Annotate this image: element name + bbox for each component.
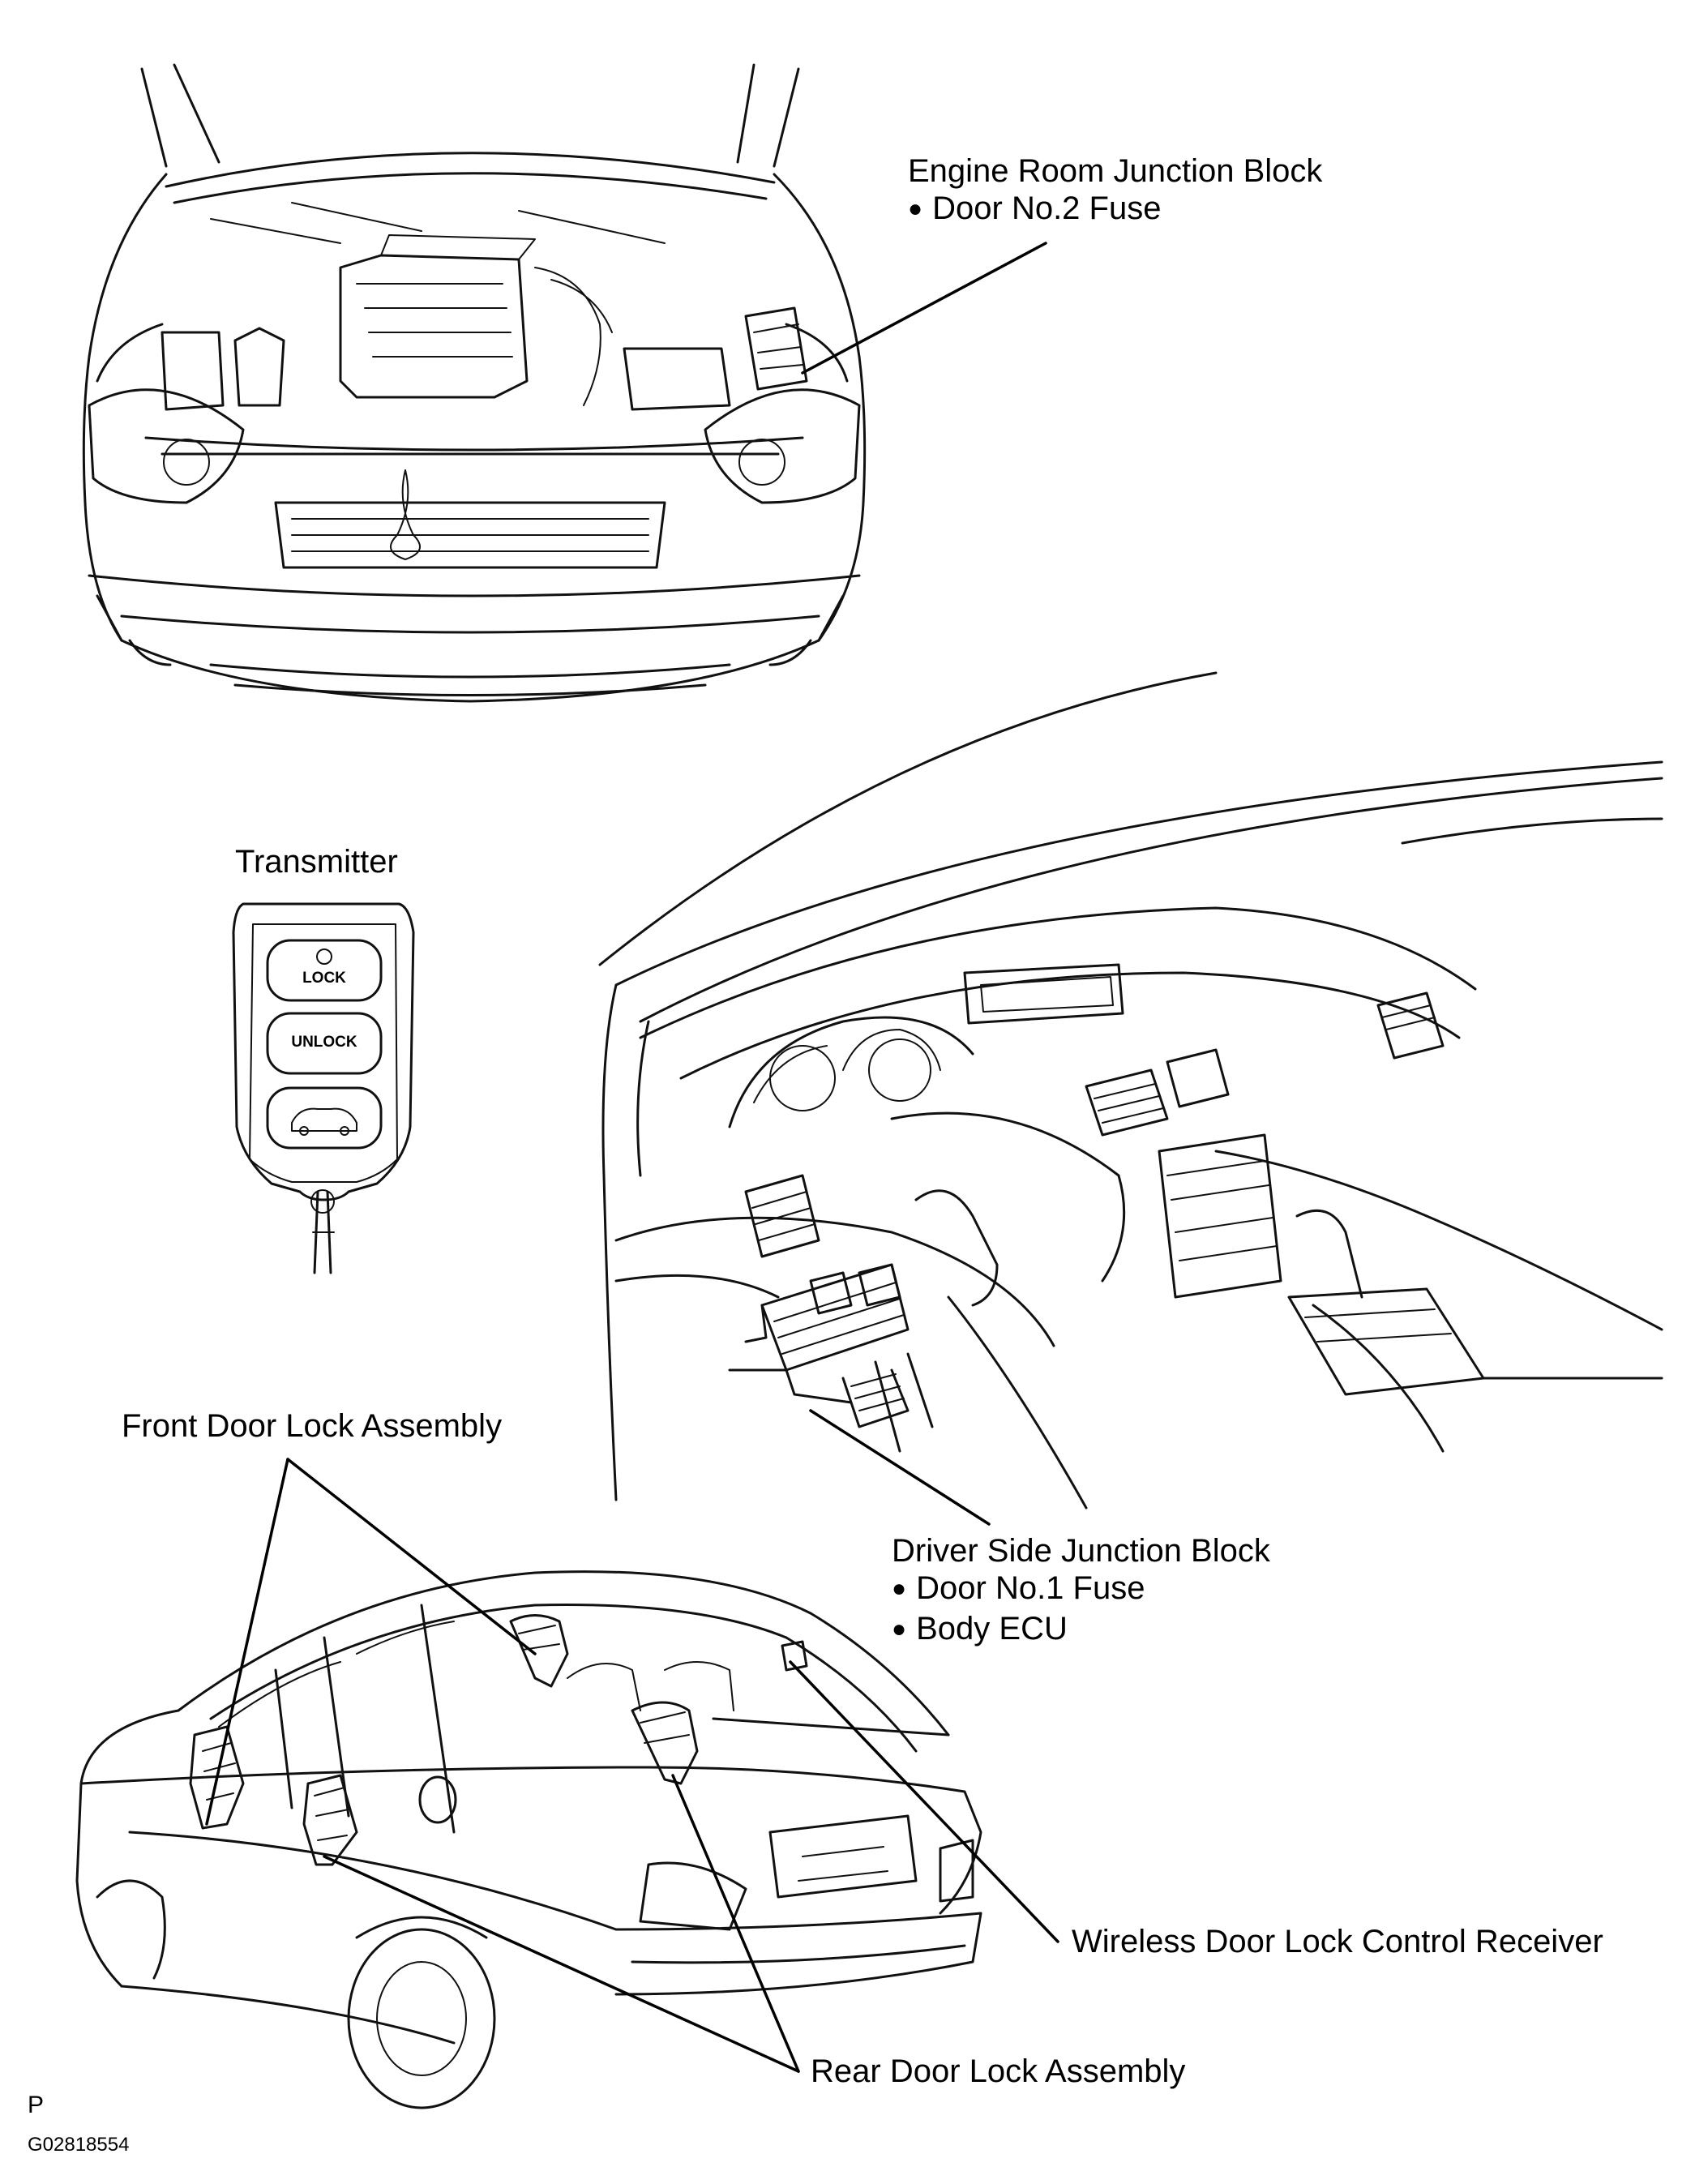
front-door-lock-label: Front Door Lock Assembly	[122, 1408, 503, 1444]
transmitter-illustration	[232, 902, 415, 1274]
engine-block-title: Engine Room Junction Block	[908, 153, 1323, 189]
leader-front-door-right	[286, 1458, 537, 1655]
leader-rear-door-right	[671, 1774, 800, 2073]
rear-door-lock-label: Rear Door Lock Assembly	[811, 2053, 1186, 2089]
unlock-button-label: UNLOCK	[291, 1034, 357, 1051]
leader-driver-block	[809, 1409, 991, 1526]
transmitter-label: Transmitter	[235, 844, 398, 880]
sedan-illustration	[75, 1570, 982, 2109]
driver-block-item-body-ecu: Body ECU	[892, 1610, 1270, 1651]
driver-block-title: Driver Side Junction Block	[892, 1533, 1270, 1569]
engine-block-label: Engine Room Junction Block Door No.2 Fus…	[908, 152, 1322, 230]
driver-block-item-door-no1-fuse: Door No.1 Fuse	[892, 1569, 1270, 1610]
footer-mark: P	[28, 2092, 45, 2118]
leader-receiver	[789, 1660, 1059, 1943]
footer-code: G02818554	[28, 2134, 130, 2156]
lock-button-label: LOCK	[302, 970, 346, 987]
dashboard-illustration	[598, 671, 1663, 1510]
leader-rear-door-left	[323, 1855, 800, 2073]
driver-block-label: Driver Side Junction Block Door No.1 Fus…	[892, 1532, 1270, 1651]
engine-block-item-door-no2-fuse: Door No.2 Fuse	[908, 190, 1322, 230]
engine-bay-illustration	[82, 63, 867, 703]
leader-engine-block	[801, 242, 1047, 375]
leader-front-door-left	[205, 1458, 289, 1826]
leader-lines	[205, 242, 1059, 2073]
receiver-label: Wireless Door Lock Control Receiver	[1072, 1924, 1603, 1959]
